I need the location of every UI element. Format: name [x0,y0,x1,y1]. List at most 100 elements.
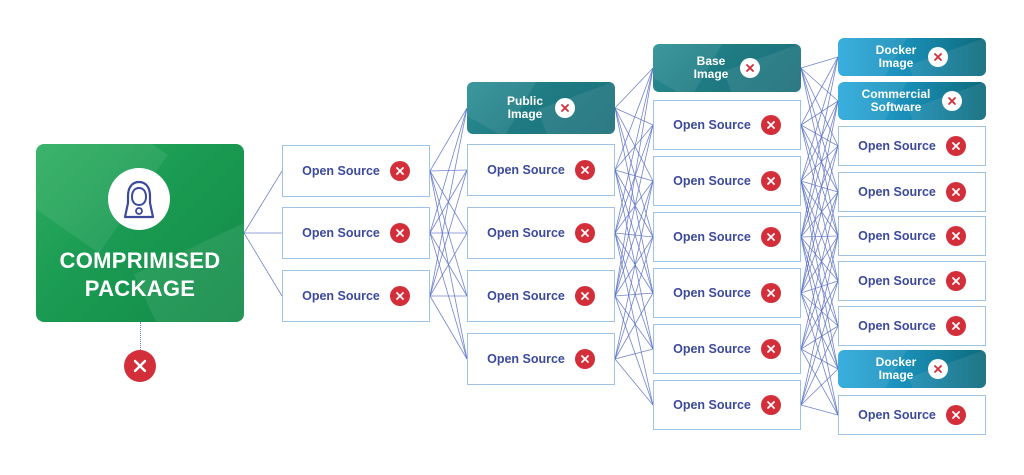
connection-line [800,280,839,406]
connection-line [614,295,654,406]
connection-line [800,235,839,294]
connection-line [614,67,654,109]
dotted-connector [140,322,141,352]
open-source-label: Open Source [487,226,565,240]
open-source-label: Open Source [673,342,751,356]
connection-line [429,295,468,360]
x-icon [389,223,410,243]
connection-line [800,236,839,282]
connection-line [800,180,839,237]
connection-line [614,295,654,350]
open-source-box: Open Source [467,333,615,385]
connection-line [800,280,839,350]
connection-line [800,368,839,406]
open-source-label: Open Source [487,289,565,303]
open-source-label: Open Source [858,139,936,153]
connection-line [614,107,654,182]
connection-line [800,100,839,182]
x-icon [574,223,595,243]
connection-line [614,124,654,171]
connection-line [614,67,654,297]
connection-line [614,107,654,238]
open-source-box: Open Source [653,100,801,150]
compromised-package-card: COMPRIMISED PACKAGE [36,144,244,322]
connection-line [800,292,839,416]
open-source-box: Open Source [467,270,615,322]
connection-line [800,56,839,126]
connection-line [800,145,839,294]
open-source-box: Open Source [282,270,430,322]
connection-line [800,348,839,370]
open-source-box: Open Source [838,395,986,435]
open-source-label: Open Source [673,118,751,132]
connection-line [614,169,654,350]
connection-line [614,107,654,126]
connection-line [800,236,839,416]
connection-line [800,100,839,238]
connection-line [800,56,839,238]
open-source-label: Open Source [858,408,936,422]
tile-label: Base Image [693,54,729,81]
connection-line [800,100,839,126]
open-source-label: Open Source [673,174,751,188]
connection-line [800,235,839,238]
connection-line [800,191,839,294]
connection-line [800,236,839,327]
main-x-icon [124,350,156,382]
open-source-box: Open Source [467,207,615,259]
open-source-box: Open Source [653,212,801,262]
connection-line [800,145,839,182]
connection-line [614,107,654,294]
connection-line [429,232,468,297]
x-icon [945,182,966,202]
x-icon [945,226,966,246]
open-source-label: Open Source [302,289,380,303]
x-icon [760,171,781,191]
open-source-box: Open Source [653,156,801,206]
connection-line [429,107,468,297]
connection-line [614,169,654,238]
commercial-software-tile: Commercial Software [838,82,986,120]
x-icon [928,359,949,379]
connection-line [614,67,654,234]
connection-line [614,169,654,294]
hacker-icon [108,168,170,230]
open-source-box: Open Source [653,268,801,318]
x-icon [389,161,410,181]
connection-line [614,358,654,406]
connection-line [614,348,654,360]
open-source-label: Open Source [673,230,751,244]
tile-label: Docker Image [875,355,917,382]
connection-line [800,124,839,193]
connection-line [429,107,468,172]
x-icon [945,271,966,291]
tile-label: Public Image [506,94,543,121]
open-source-label: Open Source [858,185,936,199]
x-icon [945,316,966,336]
base-image-tile: Base Image [653,44,801,92]
public-image-tile: Public Image [467,82,615,134]
connection-line [614,236,654,360]
connection-line [614,180,654,360]
open-source-box: Open Source [838,126,986,166]
connection-line [800,145,839,238]
connection-line [800,100,839,294]
connection-line [800,325,839,350]
connection-line [800,235,839,350]
x-icon [945,136,966,156]
connection-line [614,232,654,406]
connection-line [614,124,654,234]
connection-line [614,236,654,297]
open-source-box: Open Source [838,306,986,346]
connection-line [800,124,839,147]
x-icon [760,339,781,359]
connection-line [800,348,839,416]
connection-line [614,169,654,182]
connection-line [800,67,839,102]
open-source-label: Open Source [858,229,936,243]
x-icon [760,227,781,247]
x-icon [760,283,781,303]
x-icon [555,98,575,118]
connection-line [243,232,283,297]
